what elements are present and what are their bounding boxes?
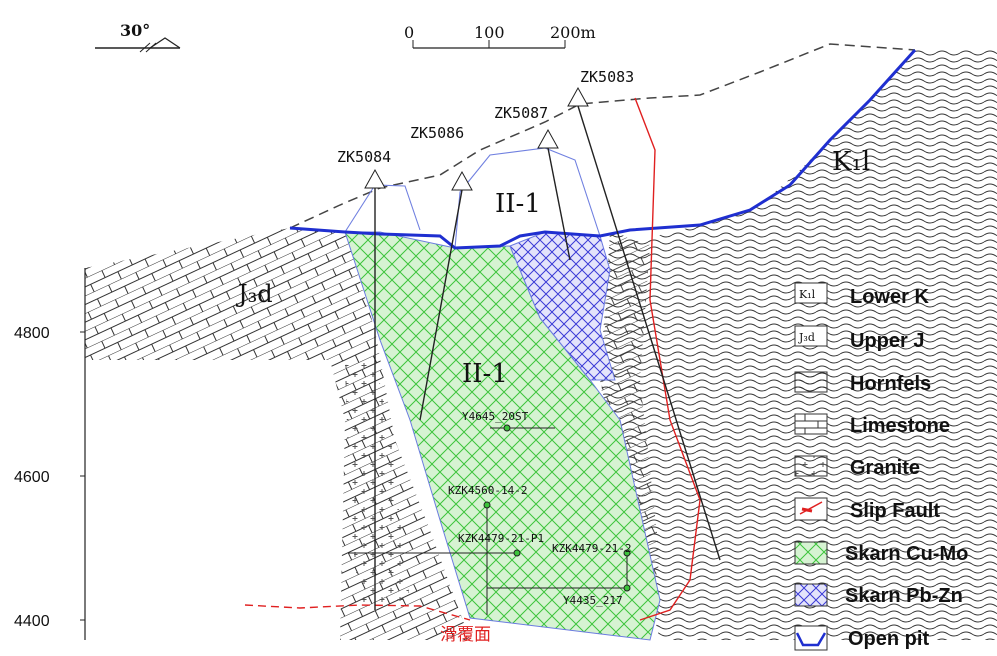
legend-swatch-hornfels (794, 371, 828, 393)
sample-point (503, 424, 511, 432)
drillhole-label-zk5083: ZK5083 (580, 68, 634, 86)
sample-label-kzk4479-p1: KZK4479-21-P1 (458, 532, 544, 545)
legend-label-granite: Granite (850, 457, 920, 479)
legend-swatch-skarn-cumo (794, 541, 828, 565)
legend-swatch-skarn-pbzn (794, 583, 828, 607)
orientation-symbol: 30° (95, 21, 181, 53)
elevation-axis: 4800 4600 4400 (14, 268, 86, 640)
orebody-label-main: II-1 (462, 359, 508, 389)
legend-symbol-j3d: J₃d (798, 331, 815, 344)
legend-label-skarn-cumo: Skarn Cu-Mo (845, 543, 968, 565)
legend: K₁l Lower K J₃d Upper J Hornfels Limesto… (794, 282, 968, 651)
legend-symbol-k1l: K₁l (799, 288, 816, 301)
drillhole-marker-zk5083 (567, 86, 589, 107)
dip-label: 30° (120, 21, 150, 40)
scale-tick-200m: 200m (550, 23, 596, 42)
sample-label-y4435: Y4435_217 (563, 594, 623, 607)
legend-label-limestone: Limestone (850, 415, 950, 437)
elevation-tick-4400: 4400 (14, 613, 50, 630)
upper-ore-outline (344, 147, 601, 249)
slip-surface-label: 滑覆面 (440, 625, 491, 645)
drillhole-marker-zk5084 (364, 168, 386, 189)
orebody-label-upper: II-1 (495, 189, 541, 219)
sample-point (623, 549, 631, 557)
legend-label-slip-fault: Slip Fault (850, 500, 940, 522)
legend-swatch-granite (794, 455, 828, 477)
legend-swatch-limestone (794, 413, 828, 435)
unit-label-k1l: K₁l (832, 147, 870, 177)
open-pit-line (289, 48, 917, 250)
legend-swatch-j3d (794, 325, 828, 347)
sample-point (483, 501, 491, 509)
legend-label-lower-k: Lower K (850, 286, 929, 308)
sample-label-kzk4560: KZK4560-14-2 (448, 484, 527, 497)
sample-locations: Y4645_20ST KZK4560-14-2 KZK4479-21-P1 KZ… (348, 410, 631, 615)
legend-swatch-k1l (794, 282, 828, 304)
drillhole-label-zk5086: ZK5086 (410, 124, 464, 142)
elevation-tick-4800: 4800 (14, 325, 50, 342)
legend-label-hornfels: Hornfels (850, 373, 931, 395)
legend-label-upper-j: Upper J (850, 330, 924, 352)
legend-swatch-slip-fault (794, 497, 828, 521)
sample-point (513, 549, 521, 557)
drillhole-label-zk5087: ZK5087 (494, 104, 548, 122)
sample-label-y4645: Y4645_20ST (462, 410, 529, 423)
elevation-tick-4600: 4600 (14, 469, 50, 486)
drillholes: ZK5084 ZK5086 ZK5087 ZK5083 (337, 68, 721, 610)
sample-label-kzk4479-2: KZK4479-21-2 (552, 542, 631, 555)
slip-fault-line (634, 97, 701, 621)
scale-tick-100: 100 (474, 23, 505, 42)
scale-tick-0: 0 (404, 23, 414, 42)
scale-bar: 0 100 200m (404, 23, 596, 49)
drillhole-marker-zk5087 (537, 128, 559, 149)
unit-label-j3d: J₃d (235, 280, 273, 308)
legend-label-skarn-pbzn: Skarn Pb-Zn (845, 585, 963, 607)
legend-label-open-pit: Open pit (848, 628, 929, 650)
sample-point (623, 584, 631, 592)
drillhole-label-zk5084: ZK5084 (337, 148, 391, 166)
original-surface-line (289, 43, 916, 229)
granite-body (345, 360, 410, 605)
